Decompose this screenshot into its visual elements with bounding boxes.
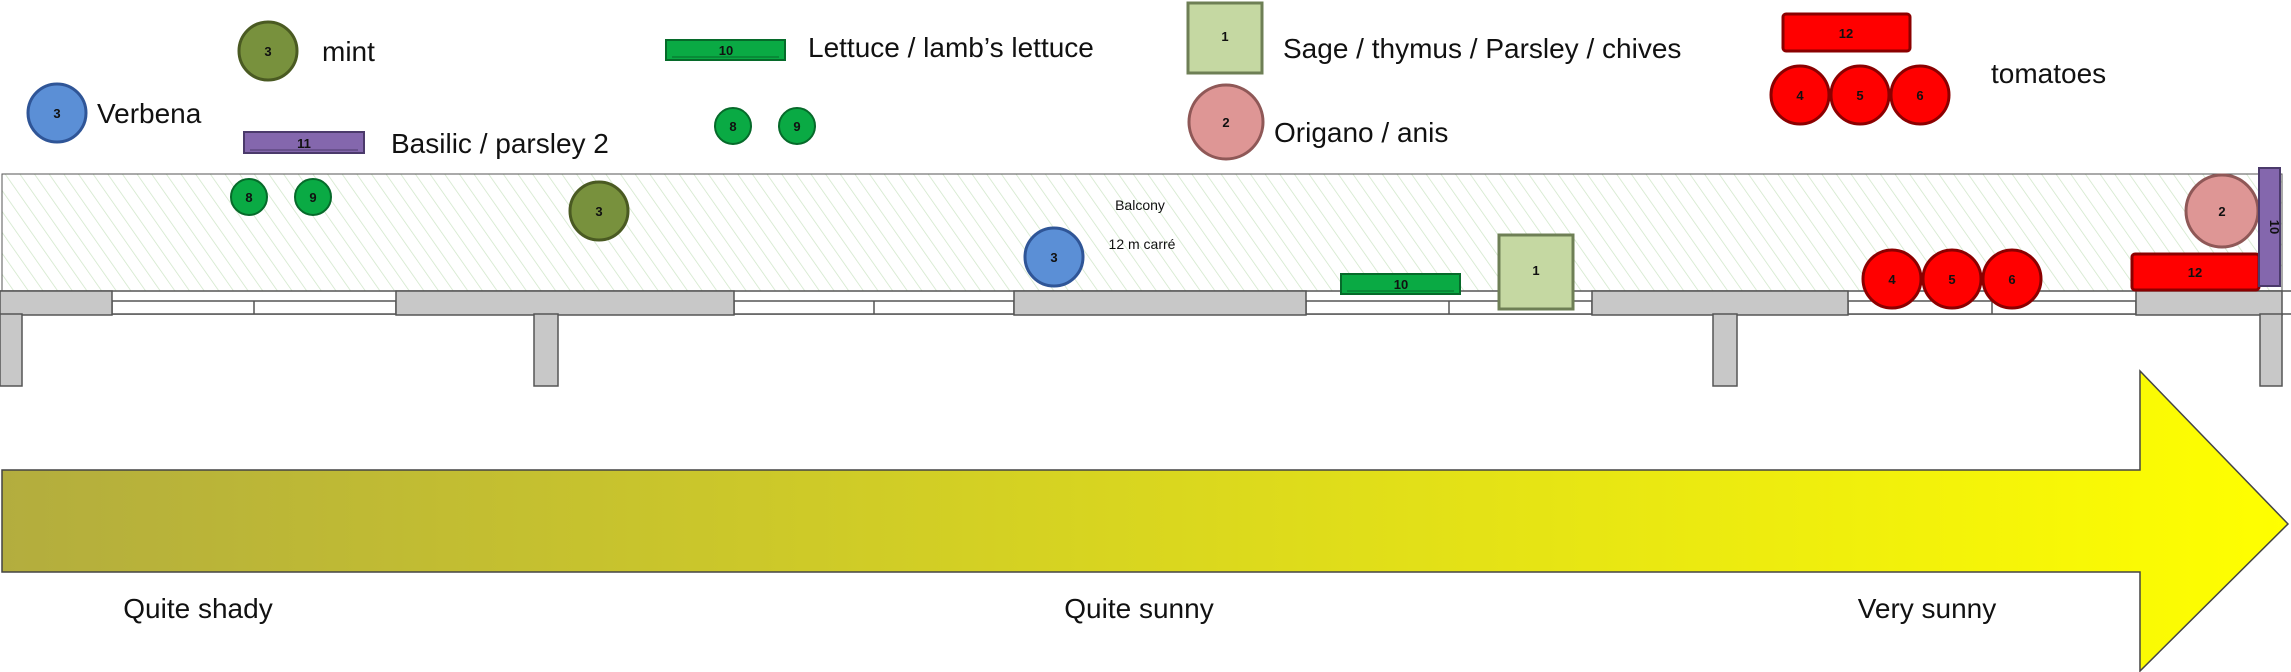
legend-basil: 11 Basilic / parsley 2	[243, 128, 609, 159]
legend-origano: 2 Origano / anis	[1187, 83, 1448, 161]
tomato-pot-number-5: 5	[1856, 88, 1863, 103]
verbena-pot-icon	[26, 82, 88, 144]
balcony-tomato-5-number: 5	[1948, 272, 1955, 287]
mint-label: mint	[322, 36, 375, 67]
verbena-label: Verbena	[97, 98, 202, 129]
lettuce-number: 10	[719, 43, 733, 58]
origano-pot-icon	[1187, 83, 1265, 161]
balcony-tomato-pot-icon	[1861, 248, 1923, 310]
balcony-side-box-icon	[2258, 167, 2281, 287]
legend-verbena: 3 Verbena	[26, 82, 202, 144]
balcony-verbena-pot-icon	[1023, 226, 1085, 288]
balcony-lettuce-number: 10	[1394, 277, 1408, 292]
label-quite-sunny: Quite sunny	[1064, 593, 1213, 624]
lettuce-small-number-1: 8	[729, 119, 736, 134]
balcony-tomato-pot-icon	[1981, 248, 2043, 310]
tomato-pot-number-4: 4	[1796, 88, 1804, 103]
basil-box-icon	[243, 131, 365, 154]
balcony-tomato-4-number: 4	[1888, 272, 1896, 287]
tomatoes-label: tomatoes	[1991, 58, 2106, 89]
tomato-pot-icon	[1769, 64, 1831, 126]
balcony-origano-number: 2	[2218, 204, 2225, 219]
sage-box-icon	[1186, 1, 1264, 75]
mint-pot-icon	[237, 20, 299, 82]
label-quite-shady: Quite shady	[123, 593, 272, 624]
tomato-box-icon	[1781, 12, 1912, 53]
label-very-sunny: Very sunny	[1858, 593, 1997, 624]
balcony-tomato-6-number: 6	[2008, 272, 2015, 287]
tomato-box-number: 12	[1839, 26, 1853, 41]
balcony-sage-number: 1	[1532, 263, 1539, 278]
legend-lettuce: 10 Lettuce / lamb’s lettuce 8 9	[665, 32, 1094, 145]
balcony-tomato-pot-icon	[1921, 248, 1983, 310]
lettuce-small-pot-icon	[778, 107, 816, 145]
mint-number: 3	[264, 44, 271, 59]
balcony-pot-8-icon	[230, 178, 268, 216]
balcony: Balcony 12 m carré	[0, 167, 2291, 387]
tomato-pot-number-6: 6	[1916, 88, 1923, 103]
balcony-sage-box-icon	[1497, 233, 1575, 311]
basil-number: 11	[297, 136, 311, 151]
wall-segments	[0, 290, 2283, 387]
legend-sage: 1 Sage / thymus / Parsley / chives	[1186, 1, 1681, 75]
balcony-lettuce-box-icon	[1340, 273, 1461, 295]
legend-mint: 3 mint	[237, 20, 375, 82]
balcony-area: 12 m carré	[1109, 236, 1176, 252]
balcony-tomato-box-number: 12	[2188, 265, 2202, 280]
balcony-pot-9-icon	[294, 178, 332, 216]
lettuce-label: Lettuce / lamb’s lettuce	[808, 32, 1094, 63]
basil-label: Basilic / parsley 2	[391, 128, 609, 159]
balcony-pots: 8 9 3 3 10 1 4 5 6 2 12 10	[230, 167, 2282, 311]
balcony-side-box-number: 10	[2267, 220, 2282, 234]
origano-label: Origano / anis	[1274, 117, 1448, 148]
sun-exposure-arrow: Quite shady Quite sunny Very sunny	[1, 369, 2290, 672]
balcony-pot-9-number: 9	[309, 190, 316, 205]
sage-number: 1	[1221, 29, 1228, 44]
lettuce-small-pot-icon	[714, 107, 752, 145]
lettuce-small-number-2: 9	[793, 119, 800, 134]
origano-number: 2	[1222, 115, 1229, 130]
balcony-title: Balcony	[1115, 197, 1165, 213]
tomato-pot-icon	[1829, 64, 1891, 126]
lettuce-box-icon	[665, 39, 786, 61]
legend: 3 Verbena 3 mint 11 Basilic / parsley 2 …	[26, 1, 2106, 161]
legend-tomatoes: 12 4 5 6 tomatoes	[1769, 12, 2106, 126]
balcony-mint-number: 3	[595, 204, 602, 219]
gradient-arrow	[1, 369, 2290, 672]
sage-label: Sage / thymus / Parsley / chives	[1283, 33, 1681, 64]
tomato-pot-icon	[1889, 64, 1951, 126]
balcony-pot-8-number: 8	[245, 190, 252, 205]
verbena-number: 3	[53, 106, 60, 121]
balcony-mint-pot-icon	[568, 180, 630, 242]
balcony-verbena-number: 3	[1050, 250, 1057, 265]
